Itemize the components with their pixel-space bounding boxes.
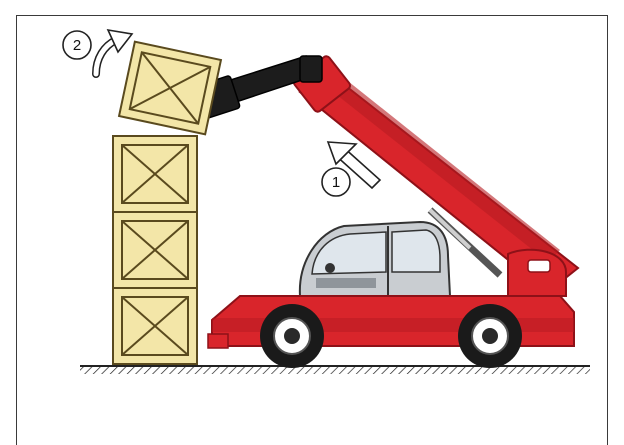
wheel-rear xyxy=(260,304,324,368)
cab xyxy=(300,222,450,296)
callout-1-label: 1 xyxy=(332,174,340,191)
wheel-front xyxy=(458,304,522,368)
crate-middle xyxy=(113,212,197,288)
callout-2: 2 xyxy=(63,31,91,59)
crate-top xyxy=(113,136,197,212)
telehandler-diagram: 1 2 xyxy=(0,0,624,430)
arrow-2 xyxy=(96,30,132,74)
callout-1: 1 xyxy=(322,168,350,196)
crate-lifted xyxy=(119,42,221,135)
crate-stack xyxy=(113,136,197,364)
ground xyxy=(80,366,590,374)
crate-bottom xyxy=(113,288,197,364)
callout-2-label: 2 xyxy=(73,37,81,54)
